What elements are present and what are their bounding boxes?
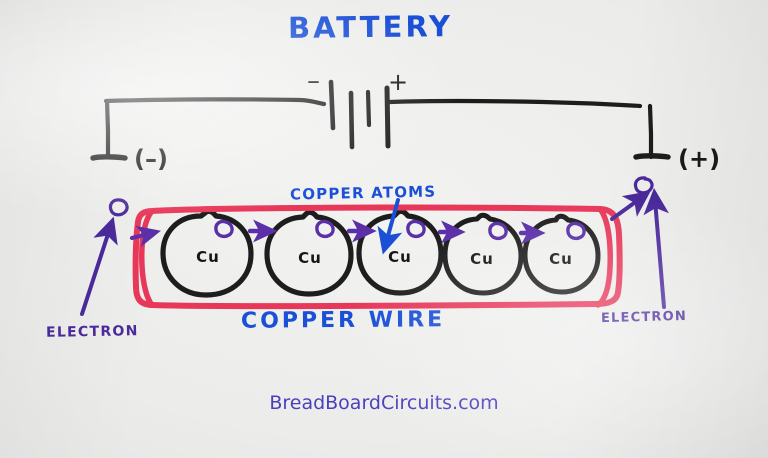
battery-negative-sign: – [307,66,321,96]
page-title: BATTERY [287,9,454,45]
positive-terminal-label: (+) [678,145,721,173]
watermark: BreadBoardCircuits.com [269,392,499,414]
copper-wire-label: COPPER WIRE [240,307,446,334]
electron-label-right: ELECTRON [600,308,688,327]
electron-label-left: ELECTRON [45,323,139,341]
battery-positive-sign: + [388,68,410,96]
copper-atom-symbol: Cu [470,250,494,268]
copper-atoms-pointer-arrow [377,198,403,255]
copper-atom-symbol: Cu [196,248,220,266]
copper-atom-symbol: Cu [388,248,412,266]
copper-atom-symbol: Cu [298,249,322,267]
copper-atoms-label: COPPER ATOMS [289,182,437,204]
negative-terminal-label: (–) [134,145,168,173]
copper-atom-symbol: Cu [549,250,573,268]
